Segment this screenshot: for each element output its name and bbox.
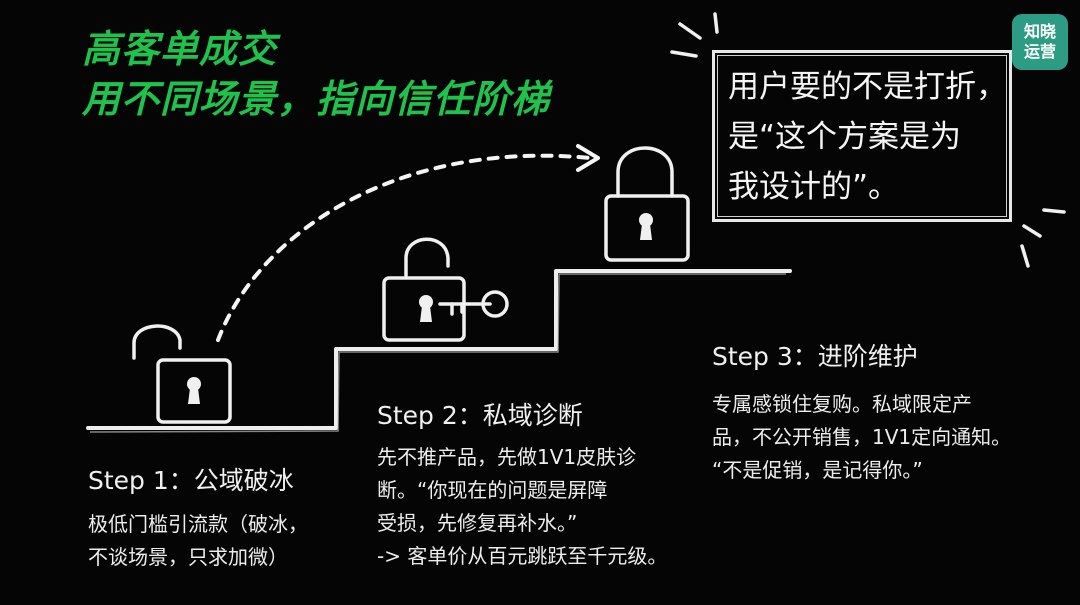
quote-text: 用户要的不是打折， 是“这个方案是为 我设计的”。 — [728, 62, 1012, 212]
step-2-title: Step 2：私域诊断 — [377, 401, 583, 430]
step-2-description: 先不推产品，先做1V1皮肤诊 断。“你现在的问题是屏障 受损，先修复再补水。” … — [377, 441, 667, 573]
dashed-arrow-icon — [216, 144, 600, 342]
step-3-desc-line-2: 品，不公开销售，1V1定向通知。 — [712, 425, 1012, 449]
emphasis-marks — [670, 12, 1066, 268]
title-line-1: 高客单成交 — [82, 27, 278, 71]
quote-line-3: 我设计的”。 — [728, 169, 900, 205]
quote-box — [712, 50, 1012, 222]
step-1-desc-line-1: 极低门槛引流款（破冰， — [88, 512, 308, 536]
step-3-description: 专属感锁住复购。私域限定产 品，不公开销售，1V1定向通知。 “不是促销，是记得… — [712, 388, 1011, 487]
quote-line-2: 是“这个方案是为 — [728, 119, 962, 155]
step-2-desc-line-3: 受损，先修复再补水。” — [377, 511, 578, 535]
step-1-desc-line-2: 不谈场景，只求加微） — [88, 545, 288, 569]
title-line-2: 用不同场景，指向信任阶梯 — [82, 77, 551, 121]
page-title: 高客单成交 用不同场景，指向信任阶梯 — [82, 24, 550, 124]
staircase — [86, 269, 792, 430]
step-1-title: Step 1：公域破冰 — [88, 466, 294, 495]
logo-line-1: 知晓 — [1023, 22, 1056, 41]
step-2-desc-line-2: 断。“你现在的问题是屏障 — [377, 478, 608, 502]
open-lock-with-key-icon — [382, 237, 509, 342]
brand-logo: 知晓 运营 — [1012, 14, 1068, 70]
step-2-desc-line-4: -> 客单价从百元跳跃至千元级。 — [377, 544, 668, 568]
step-3-desc-line-3: “不是促销，是记得你。” — [712, 458, 923, 482]
logo-line-2: 运营 — [1023, 42, 1056, 61]
quote-line-1: 用户要的不是打折， — [728, 69, 1007, 105]
step-3-desc-line-1: 专属感锁住复购。私域限定产 — [712, 392, 972, 416]
step-1-description: 极低门槛引流款（破冰， 不谈场景，只求加微） — [88, 508, 308, 574]
open-lock-icon — [132, 324, 232, 424]
closed-lock-icon — [604, 146, 690, 262]
step-2-desc-line-1: 先不推产品，先做1V1皮肤诊 — [377, 445, 637, 469]
step-3-title: Step 3：进阶维护 — [712, 342, 918, 371]
